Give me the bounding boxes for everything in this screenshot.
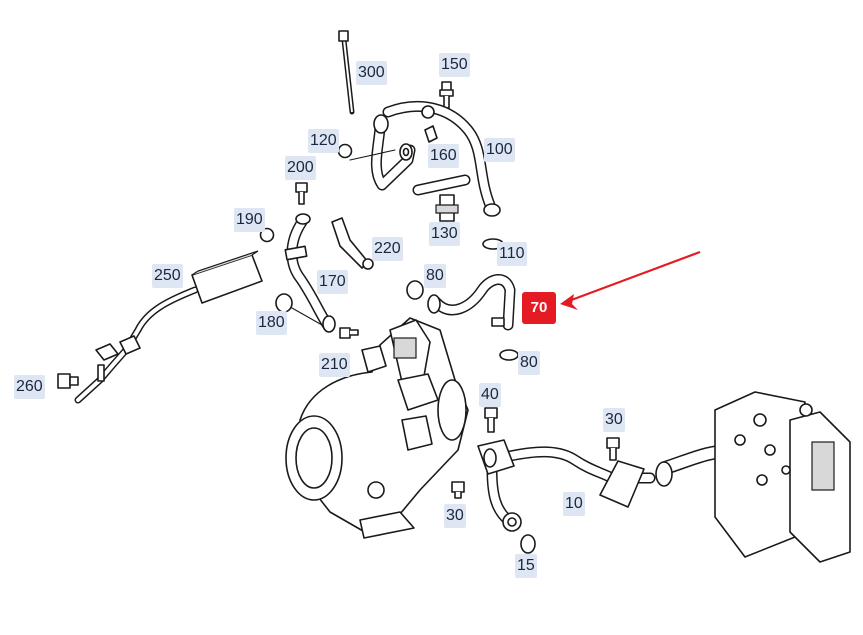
- part-210-bolt: [339, 327, 359, 339]
- part-70-pipe-highlighted: [427, 274, 516, 331]
- part-130-clip: [435, 194, 459, 222]
- callout-30-right: 30: [603, 408, 625, 432]
- part-150-bolt: [439, 81, 454, 109]
- part-80-seal-upper: [406, 280, 424, 300]
- callout-210: 210: [319, 353, 350, 377]
- part-180-seal: [275, 293, 323, 326]
- callout-70-highlighted: 70: [522, 292, 556, 324]
- part-250-sensor-cable: [74, 250, 263, 404]
- part-30-bolt-left: [451, 481, 465, 499]
- part-170-hose: [284, 213, 336, 333]
- callout-80-lower: 80: [518, 351, 540, 375]
- callout-250: 250: [152, 264, 183, 288]
- callout-15: 15: [515, 554, 537, 578]
- callout-30-left: 30: [444, 504, 466, 528]
- part-40-bolt: [484, 407, 498, 433]
- part-120-seal: [337, 143, 396, 161]
- callout-130: 130: [429, 222, 460, 246]
- callout-300: 300: [356, 61, 387, 85]
- part-160-fitting: [399, 143, 413, 161]
- part-300-bolt: [338, 30, 355, 115]
- callout-100: 100: [484, 138, 515, 162]
- callout-120: 120: [308, 129, 339, 153]
- part-260-bolt: [57, 373, 79, 389]
- callout-70-arrow: [560, 250, 701, 310]
- turbocharger: [285, 317, 469, 539]
- callout-80-upper: 80: [424, 264, 446, 288]
- callout-110: 110: [497, 242, 527, 266]
- part-100-pipe: [370, 100, 501, 217]
- part-10-pipe: [477, 439, 656, 532]
- part-30-bolt-right: [606, 437, 620, 461]
- part-220-bracket: [331, 217, 374, 270]
- callout-180: 180: [256, 311, 287, 335]
- callout-260: 260: [14, 375, 45, 399]
- callout-160: 160: [428, 144, 459, 168]
- callout-150: 150: [439, 53, 470, 77]
- part-200-bolt: [295, 182, 308, 205]
- part-80-seal-lower: [499, 349, 519, 361]
- callout-200: 200: [285, 156, 316, 180]
- part-15-seal: [520, 534, 536, 554]
- callout-10: 10: [563, 492, 585, 516]
- callout-190: 190: [234, 208, 265, 232]
- callout-220: 220: [372, 237, 403, 261]
- callout-170: 170: [317, 270, 348, 294]
- callout-40: 40: [479, 383, 501, 407]
- egr-cooler: [655, 391, 851, 563]
